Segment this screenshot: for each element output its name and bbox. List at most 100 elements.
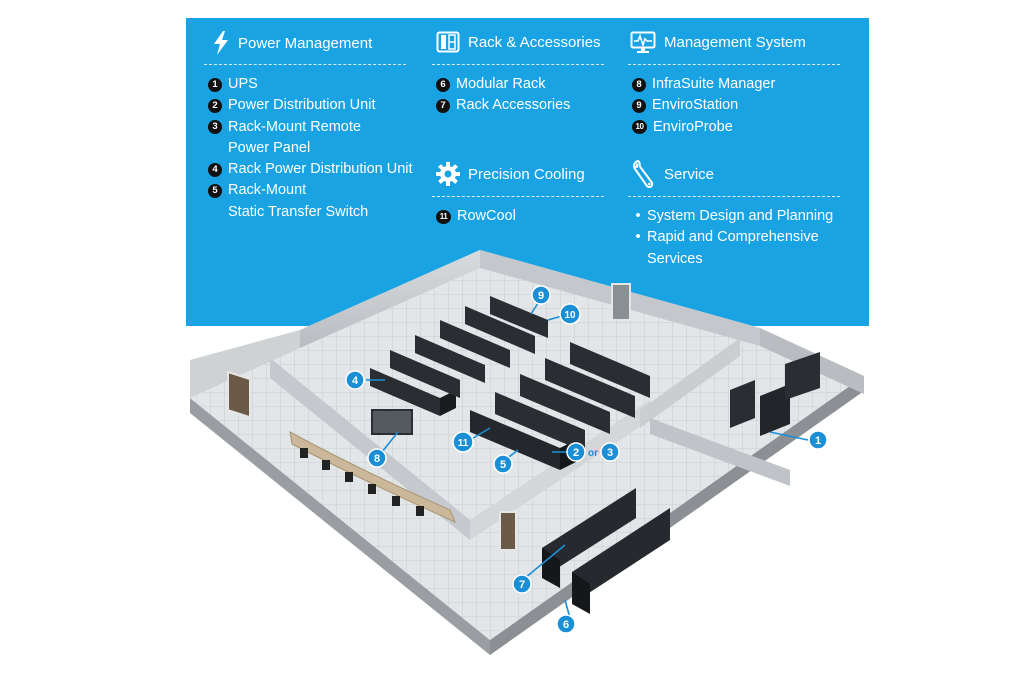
callout-6: 6 — [556, 614, 576, 634]
item-label-continued: Services — [647, 250, 703, 267]
callout-5: 5 — [493, 454, 513, 474]
ups-units — [730, 352, 820, 436]
rack-icon — [436, 31, 460, 53]
item-number-badge: 6 — [436, 77, 450, 92]
callout-2-label: 2 — [573, 447, 579, 459]
precision-cooling-header: Precision Cooling — [436, 162, 585, 186]
door-back — [611, 283, 631, 321]
cooling-divider — [432, 196, 604, 197]
list-item: 7 Rack Accessories — [436, 95, 570, 116]
callout-10-label: 10 — [564, 310, 576, 321]
control-desk — [289, 431, 456, 523]
power-divider — [204, 64, 406, 65]
cooling-item-list: 11 RowCool — [436, 206, 516, 227]
list-item: 4 Rack Power Distribution Unit — [208, 159, 413, 180]
item-label: EnviroStation — [652, 97, 739, 114]
management-item-list: 8 InfraSuite Manager 9 EnviroStation 10 Env… — [632, 74, 775, 138]
item-number-badge: 7 — [436, 98, 450, 113]
item-number-badge: 3 — [208, 120, 222, 135]
callout-6-label: 6 — [563, 619, 569, 631]
item-label-continued: Static Transfer Switch — [228, 203, 369, 220]
item-label: Rack Accessories — [456, 97, 571, 114]
list-item: 1 UPS — [208, 74, 413, 95]
callout-9-label: 9 — [538, 290, 544, 302]
precision-cooling-title: Precision Cooling — [468, 165, 585, 183]
item-number-badge: 1 — [208, 77, 222, 92]
callout-1: 1 — [808, 430, 828, 450]
legend-panel: Power Management 1 UPS 2 Power Distributio… — [186, 18, 869, 326]
partition-wall-ups-front — [650, 418, 790, 486]
door-lower — [499, 511, 517, 551]
partition-wall-ups-room — [640, 338, 740, 428]
item-number-badge: 11 — [436, 209, 451, 224]
callout-7-label: 7 — [519, 579, 525, 591]
list-item: 11 RowCool — [436, 206, 516, 227]
item-label: Power Distribution Unit — [228, 97, 376, 114]
item-number-badge: 2 — [208, 98, 222, 113]
wrench-icon — [633, 160, 654, 188]
management-system-title: Management System — [664, 33, 806, 51]
bullet: • — [635, 229, 641, 246]
service-header: Service — [632, 160, 714, 188]
service-title: Service — [664, 165, 715, 183]
callout-11: 11 — [452, 431, 474, 453]
rack-divider — [432, 64, 604, 65]
item-number-badge: 4 — [208, 162, 222, 177]
item-label: Rack-Mount — [228, 182, 307, 199]
management-system-header: Management System — [630, 31, 806, 53]
management-screen — [371, 409, 413, 435]
management-divider — [628, 64, 840, 65]
bullet: • — [635, 208, 641, 224]
left-outer-wall — [190, 330, 300, 398]
callout-9: 9 — [531, 285, 551, 305]
callout-8: 8 — [367, 448, 387, 468]
lightning-bolt-icon — [214, 31, 228, 55]
partition-wall-corridor — [270, 358, 470, 540]
callout-3-label: 3 — [607, 447, 613, 459]
list-item: • System Design and Planning — [632, 206, 833, 227]
callout-10: 10 — [559, 303, 581, 325]
callout-8-label: 8 — [374, 453, 380, 465]
service-divider — [628, 196, 840, 197]
rack-accessories-title: Rack & Accessories — [468, 33, 601, 51]
list-item: 9 EnviroStation — [632, 95, 775, 116]
rack-item-list: 6 Modular Rack 7 Rack Accessories — [436, 74, 570, 117]
callout-4-label: 4 — [352, 375, 359, 387]
item-number-badge: 5 — [208, 183, 222, 198]
rack-accessories-header: Rack & Accessories — [436, 31, 601, 53]
callout-7: 7 — [512, 574, 532, 594]
callout-5-label: 5 — [500, 459, 506, 471]
callout-1-label: 1 — [815, 435, 821, 447]
monitor-icon — [630, 31, 656, 53]
callout-3: 3 — [600, 442, 620, 462]
service-item-list: • System Design and Planning •Rapid and C… — [632, 206, 833, 270]
item-label-continued: Power Panel — [228, 139, 311, 156]
item-number-badge: 8 — [632, 77, 646, 92]
callout-2: 2 — [566, 442, 586, 462]
power-management-title: Power Management — [238, 34, 373, 52]
item-label: Rack Power Distribution Unit — [228, 161, 413, 178]
item-label: InfraSuite Manager — [652, 76, 776, 92]
item-label: Rack-Mount Remote — [228, 118, 361, 135]
gear-icon — [436, 162, 460, 186]
desk-chairs — [300, 448, 424, 516]
item-number-badge: 10 — [632, 120, 647, 135]
rack-rows-front — [542, 488, 670, 614]
callout-or-label: or — [588, 448, 598, 459]
item-number-badge: 9 — [632, 98, 646, 113]
item-label: System Design and Planning — [647, 208, 834, 224]
list-item: 2 Power Distribution Unit — [208, 95, 413, 116]
list-item: 6 Modular Rack — [436, 74, 570, 95]
door-left — [227, 370, 251, 419]
item-label: Modular Rack — [456, 76, 546, 92]
item-label: UPS — [228, 76, 258, 92]
list-item: 8 InfraSuite Manager — [632, 74, 775, 95]
callout-4: 4 — [345, 370, 365, 390]
item-label: RowCool — [457, 208, 516, 224]
callout-11-label: 11 — [458, 438, 469, 449]
